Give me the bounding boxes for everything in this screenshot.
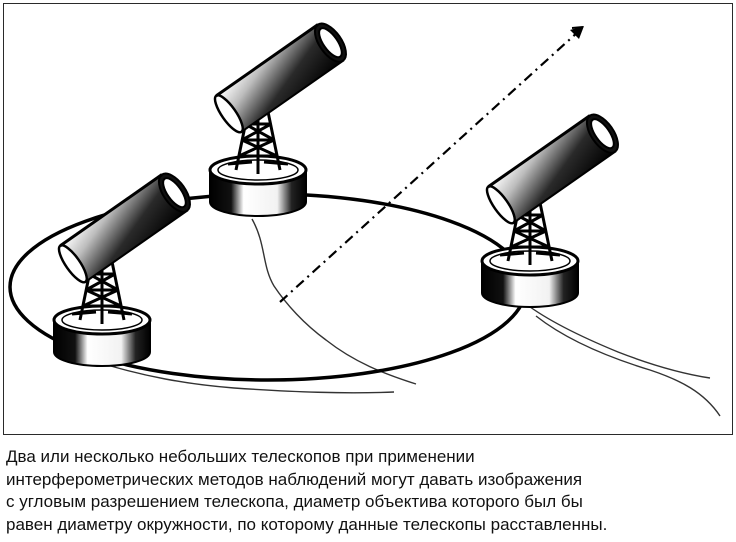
terrain-lines [103, 218, 721, 417]
telescope-left [52, 166, 198, 368]
signal-direction-arrow [279, 26, 584, 303]
telescope-top [208, 16, 354, 218]
figure-caption: Два или несколько небольших телескопов п… [6, 446, 732, 536]
caption-line: Два или несколько небольших телескопов п… [6, 447, 475, 466]
caption-line: с угловым разрешением телескопа, диаметр… [6, 492, 583, 511]
caption-line: интерферометрических методов наблюдений … [6, 469, 583, 489]
telescope-array-illustration [3, 3, 733, 435]
telescope-right [480, 107, 626, 309]
caption-line: равен диаметру окружности, по которому д… [6, 514, 608, 534]
